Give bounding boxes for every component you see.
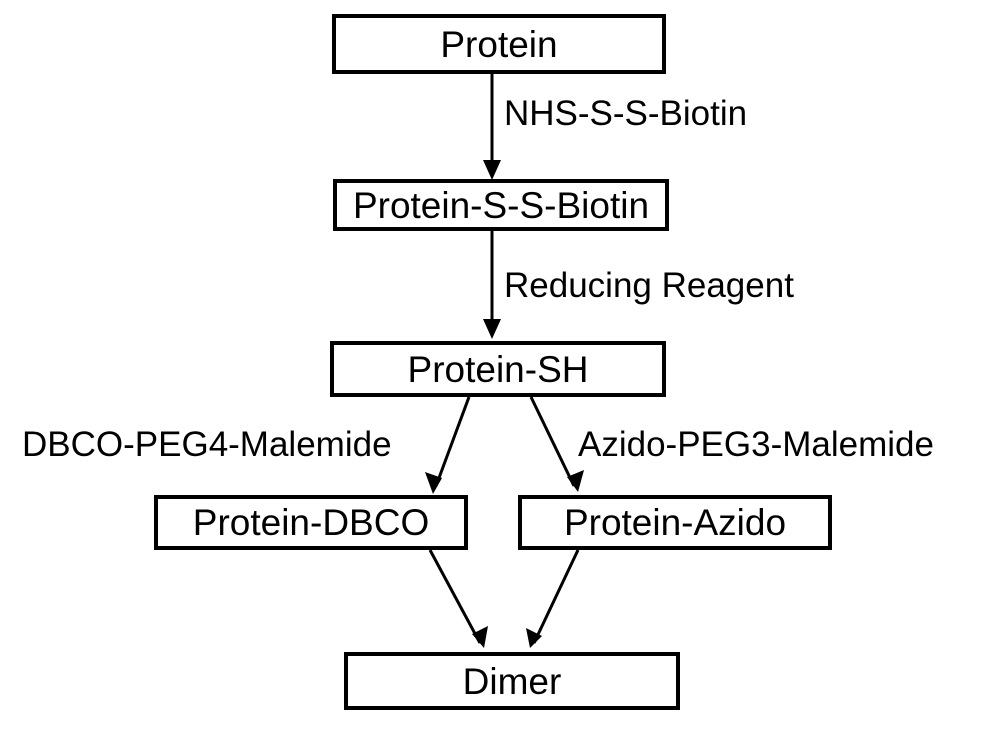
arrowhead-sh-to-dbco: [425, 472, 442, 494]
arrow-sh-to-dbco: [434, 396, 471, 487]
node-protein-sh: Protein-SH: [330, 341, 666, 397]
edge-label-dbco-peg4-malemide: DBCO-PEG4-Malemide: [22, 425, 392, 464]
arrowhead-protein-to-biotin: [483, 160, 501, 180]
arrowhead-biotin-to-sh: [483, 319, 501, 339]
arrow-sh-to-azido: [529, 396, 576, 487]
arrow-azido-to-dimer: [532, 549, 580, 644]
arrowhead-sh-to-azido: [567, 470, 584, 492]
node-dimer: Dimer: [344, 652, 680, 710]
node-protein-ss-biotin: Protein-S-S-Biotin: [333, 179, 669, 231]
arrow-dbco-to-dimer: [428, 549, 482, 644]
node-protein-dbco: Protein-DBCO: [154, 495, 468, 550]
edge-label-reducing-reagent: Reducing Reagent: [504, 266, 794, 305]
node-protein-azido: Protein-Azido: [518, 495, 832, 550]
arrowhead-dbco-to-dimer: [472, 626, 488, 648]
node-protein: Protein: [332, 14, 666, 74]
edge-label-azido-peg3-malemide: Azido-PEG3-Malemide: [578, 425, 934, 464]
edge-label-nhs-ss-biotin: NHS-S-S-Biotin: [504, 94, 748, 133]
arrowhead-azido-to-dimer: [526, 628, 542, 648]
